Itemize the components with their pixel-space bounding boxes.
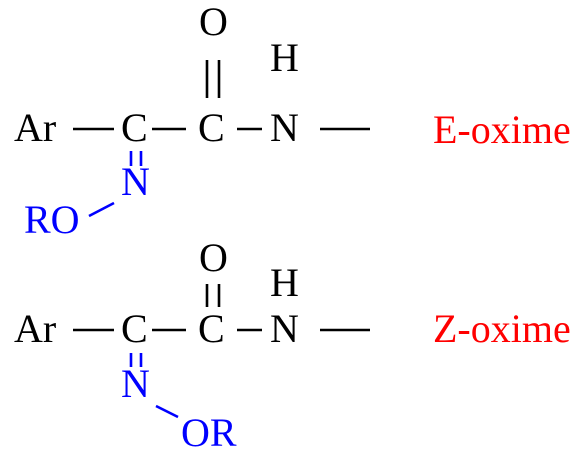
e-hydrogen-atom: H <box>270 35 299 80</box>
e-aryl-atom: Ar <box>14 105 56 150</box>
z-hydrogen-atom: H <box>270 260 299 305</box>
z-carbon-carbonyl-atom: C <box>198 306 225 351</box>
z-carbon-alpha-atom: C <box>121 306 148 351</box>
e-oxime-structure: Ar C C O H N N RO E-oxime <box>14 0 571 242</box>
z-aryl-atom: Ar <box>14 306 56 351</box>
e-nitrogen-oxime-atom: N <box>121 159 150 204</box>
e-alkoxy-group: RO <box>24 197 80 242</box>
e-carbon-carbonyl-atom: C <box>198 105 225 150</box>
z-nitrogen-oxime-atom: N <box>121 361 150 406</box>
z-alkoxy-group: OR <box>181 410 237 455</box>
z-oxime-label: Z-oxime <box>433 306 571 351</box>
e-bond-n-o <box>88 201 115 218</box>
e-oxygen-atom: O <box>199 0 228 44</box>
z-oxygen-atom: O <box>199 235 228 280</box>
z-oxime-structure: Ar C C O H N N OR Z-oxime <box>14 235 571 455</box>
e-nitrogen-amide-atom: N <box>270 105 299 150</box>
e-carbon-alpha-atom: C <box>121 105 148 150</box>
e-oxime-label: E-oxime <box>433 107 571 152</box>
z-nitrogen-amide-atom: N <box>270 306 299 351</box>
z-bond-n-o <box>155 404 179 419</box>
